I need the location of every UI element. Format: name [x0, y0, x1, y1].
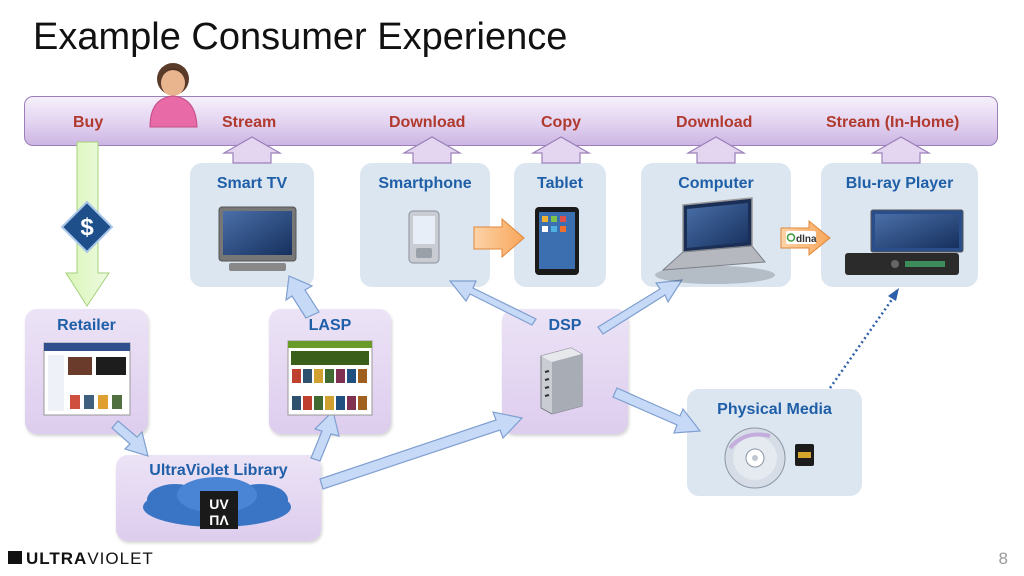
arrow-library-to-lasp [310, 409, 340, 462]
arrow-retailer-to-library [111, 420, 149, 457]
arrow-lasp-to-smart-tv [285, 275, 320, 319]
library-label: UltraViolet Library [149, 462, 288, 479]
action-stream: Stream [222, 114, 277, 131]
action-stream-in-home: Stream (In-Home) [826, 114, 960, 131]
smart-tv-icon [218, 206, 297, 271]
up-arrow-smart-tv [221, 136, 283, 164]
action-download-computer: Download [676, 114, 753, 131]
computer-label: Computer [678, 175, 754, 192]
person-icon [149, 63, 198, 128]
copy-arrow [473, 217, 525, 259]
retailer-website-icon [43, 342, 131, 416]
laptop-icon [655, 197, 775, 284]
smart-tv-label: Smart TV [216, 175, 288, 192]
up-arrow-tablet [530, 136, 592, 164]
tablet-icon [535, 207, 579, 275]
arrow-library-to-dsp [319, 411, 524, 490]
ultraviolet-logo: ULTRAVIOLET [26, 549, 154, 569]
logo-violet: VIOLET [87, 549, 154, 568]
page-number: 8 [998, 549, 1008, 568]
arrow-dsp-to-physical [612, 387, 702, 434]
dlna-label: dlna [796, 234, 817, 245]
dotted-arrow-physical-to-bluray [828, 288, 899, 389]
slide-title: Example Consumer Experience [33, 16, 568, 58]
flow-arrows [111, 275, 702, 490]
physical-media-label: Physical Media [717, 401, 832, 418]
ultraviolet-logo-icon [8, 551, 22, 564]
action-download-smartphone: Download [389, 114, 466, 131]
disc-icon [724, 427, 786, 489]
dlna-logo-icon [786, 233, 796, 242]
action-buy: Buy [73, 114, 104, 131]
retailer-label: Retailer [57, 317, 116, 334]
svg-text:$: $ [80, 214, 94, 241]
lasp-label: LASP [308, 317, 352, 334]
smartphone-label: Smartphone [378, 175, 472, 192]
dsp-label: DSP [548, 317, 582, 334]
uv-cloud-icon: UV ΠΛ [143, 477, 291, 529]
smartphone-icon [408, 210, 440, 264]
server-icon [540, 347, 583, 415]
action-copy: Copy [541, 114, 581, 131]
arrow-dsp-to-computer [597, 279, 684, 335]
dlna-arrow: dlna [780, 219, 831, 257]
memory-card-icon [795, 444, 814, 466]
up-arrow-bluray [870, 136, 932, 164]
uv-logo-top: UV [209, 496, 229, 512]
logo-ultra: ULTRA [26, 549, 88, 568]
up-arrows [221, 136, 932, 164]
up-arrow-smartphone [401, 136, 463, 164]
uv-logo-bottom: ΠΛ [209, 512, 229, 528]
dollar-icon: $ [60, 200, 114, 254]
tablet-label: Tablet [537, 175, 583, 192]
bluray-player-icon [845, 209, 964, 275]
lasp-website-icon [287, 340, 373, 416]
up-arrow-computer [685, 136, 747, 164]
arrow-dsp-to-smartphone [448, 280, 537, 326]
bluray-label: Blu-ray Player [845, 175, 954, 192]
